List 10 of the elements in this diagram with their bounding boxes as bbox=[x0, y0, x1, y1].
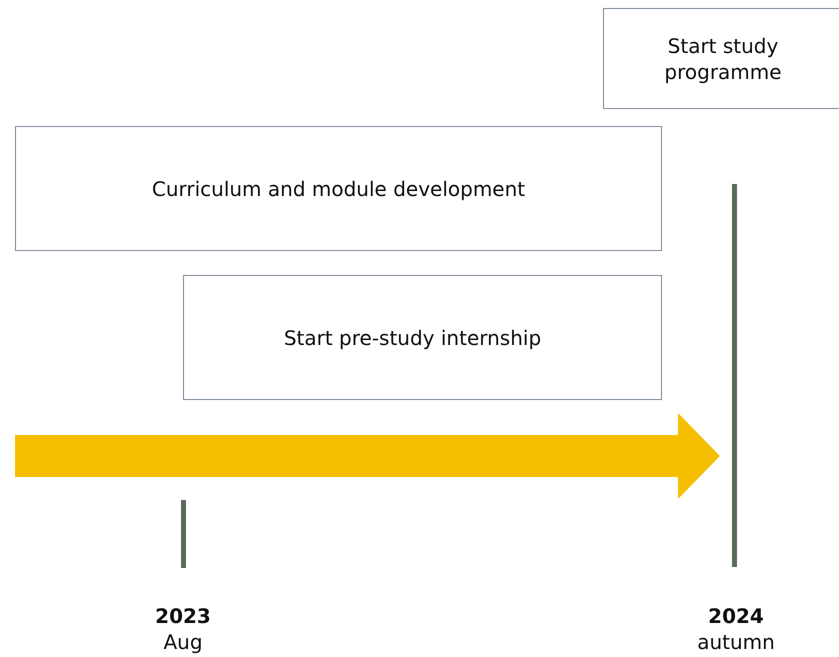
year-label: 2023 bbox=[155, 604, 211, 628]
milestone-box bbox=[15, 126, 662, 251]
period-label: autumn bbox=[697, 630, 775, 654]
milestone-box bbox=[603, 8, 839, 109]
box-label: Curriculum and module development bbox=[152, 176, 526, 202]
milestone-box bbox=[183, 275, 662, 400]
box-label: Start study programme bbox=[663, 32, 783, 84]
year-label: 2024 bbox=[708, 604, 764, 628]
period-label: Aug bbox=[163, 630, 203, 654]
box-label: Start pre-study internship bbox=[284, 324, 542, 350]
